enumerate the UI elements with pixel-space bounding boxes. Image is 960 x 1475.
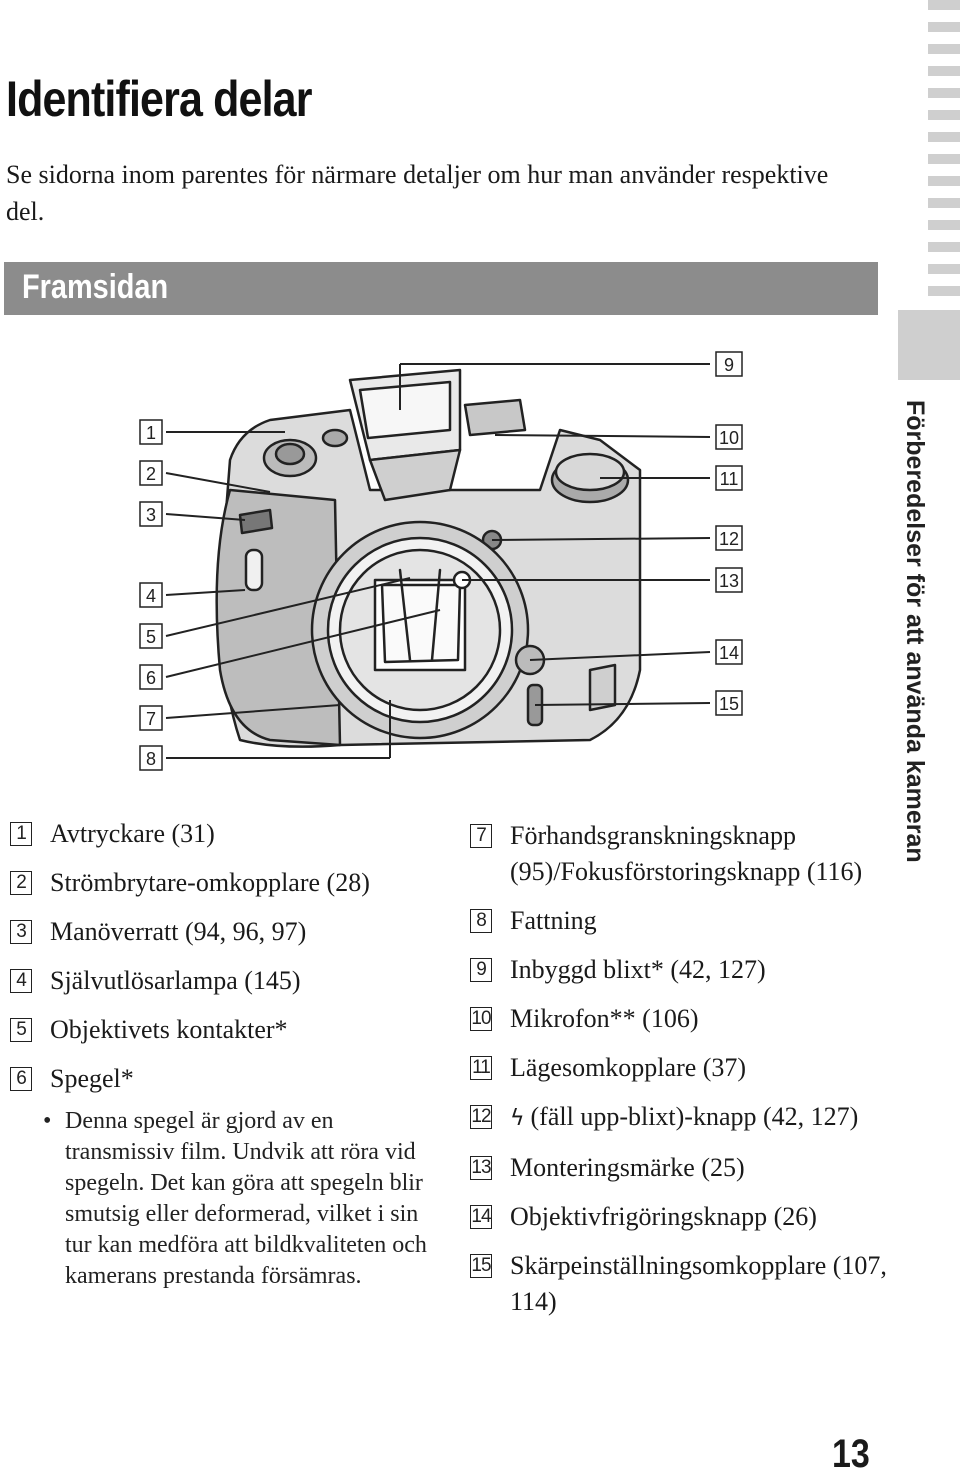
mirror-note: • Denna spegel är gjord av en transmissi… (43, 1106, 440, 1292)
item-text: Inbyggd blixt* (42, 127) (510, 955, 766, 984)
item-text: Skärpeinställningsomkopplare (107, 114) (510, 1251, 887, 1316)
item-number: 8 (470, 909, 492, 933)
parts-list-left: 1 Avtryckare (31) 2 Strömbrytare-omkoppl… (10, 816, 440, 1292)
bullet-icon: • (43, 1108, 52, 1134)
parts-list-right: 7 Förhandsgranskningsknapp (95)/Fokusför… (470, 818, 890, 1333)
list-item: 5 Objektivets kontakter* (10, 1012, 440, 1048)
item-text: Mikrofon** (106) (510, 1004, 699, 1033)
callout-label: 5 (146, 627, 156, 647)
item-number: 3 (10, 920, 32, 944)
item-number: 1 (10, 822, 32, 846)
list-item: 8 Fattning (470, 903, 890, 939)
list-item: 9 Inbyggd blixt* (42, 127) (470, 952, 890, 988)
camera-front-illustration: 1 2 3 4 5 6 7 8 9 10 11 12 13 14 15 (139, 351, 743, 771)
item-number: 4 (10, 969, 32, 993)
list-item: 4 Självutlösarlampa (145) (10, 963, 440, 999)
callout-label: 7 (146, 709, 156, 729)
list-item: 3 Manöverratt (94, 96, 97) (10, 914, 440, 950)
item-text: Objektivets kontakter* (50, 1015, 288, 1044)
item-number: 13 (470, 1156, 492, 1180)
callout-label: 10 (719, 428, 739, 448)
item-text: Avtryckare (31) (50, 819, 215, 848)
item-text: Manöverratt (94, 96, 97) (50, 917, 307, 946)
callout-label: 11 (720, 469, 739, 489)
callout-label: 6 (146, 668, 156, 688)
chapter-label-text: Förberedelser för att använda kameran (901, 400, 929, 863)
callout-label: 9 (724, 355, 734, 375)
list-item: 6 Spegel* (10, 1061, 440, 1097)
note-text: Denna spegel är gjord av en transmissiv … (65, 1108, 427, 1289)
callout-label: 15 (719, 694, 739, 714)
list-item: 2 Strömbrytare-omkopplare (28) (10, 865, 440, 901)
item-number: 6 (10, 1067, 32, 1091)
list-item: 13 Monteringsmärke (25) (470, 1150, 890, 1186)
page-title: Identifiera delar (6, 71, 312, 127)
list-item: 14 Objektivfrigöringsknapp (26) (470, 1199, 890, 1235)
callout-label: 4 (146, 586, 156, 606)
callout-label: 1 (146, 423, 156, 443)
list-item: 11 Lägesomkopplare (37) (470, 1050, 890, 1086)
chapter-label: Förberedelser för att använda kameran (893, 400, 933, 863)
item-number: 11 (470, 1056, 492, 1080)
list-item: 15 Skärpeinställningsomkopplare (107, 11… (470, 1248, 890, 1320)
chapter-tab (898, 310, 960, 380)
item-number: 15 (470, 1254, 492, 1278)
callout-label: 2 (146, 464, 156, 484)
callout-label: 13 (719, 571, 739, 591)
callout-label: 14 (719, 643, 739, 663)
section-title: Framsidan (22, 268, 169, 306)
item-text: Monteringsmärke (25) (510, 1153, 745, 1182)
item-text: Fattning (510, 906, 597, 935)
flash-bolt-icon: ϟ (510, 1106, 525, 1131)
item-text: Strömbrytare-omkopplare (28) (50, 868, 370, 897)
item-text: Spegel* (50, 1064, 134, 1093)
item-number: 9 (470, 958, 492, 982)
item-number: 14 (470, 1205, 492, 1229)
list-item: 10 Mikrofon** (106) (470, 1001, 890, 1037)
item-number: 5 (10, 1018, 32, 1042)
page-number: 13 (832, 1432, 870, 1475)
item-text: Lägesomkopplare (37) (510, 1053, 747, 1082)
callout-label: 12 (719, 529, 739, 549)
item-text: Förhandsgranskningsknapp (95)/Fokusförst… (510, 821, 863, 886)
list-item: 7 Förhandsgranskningsknapp (95)/Fokusför… (470, 818, 890, 890)
list-item: 1 Avtryckare (31) (10, 816, 440, 852)
callout-label: 3 (146, 505, 156, 525)
callout-label: 8 (146, 749, 156, 769)
side-stripes-decoration (928, 0, 960, 300)
item-text: Objektivfrigöringsknapp (26) (510, 1202, 817, 1231)
item-number: 12 (470, 1105, 492, 1129)
list-item: 12 ϟ(fäll upp-blixt)-knapp (42, 127) (470, 1099, 890, 1137)
item-number: 10 (470, 1007, 492, 1031)
intro-text: Se sidorna inom parentes för närmare det… (6, 160, 829, 226)
section-header: Framsidan (4, 262, 878, 315)
item-number: 7 (470, 824, 492, 848)
item-number: 2 (10, 871, 32, 895)
item-text: Självutlösarlampa (145) (50, 966, 301, 995)
item-text: (fäll upp-blixt)-knapp (42, 127) (530, 1102, 859, 1131)
